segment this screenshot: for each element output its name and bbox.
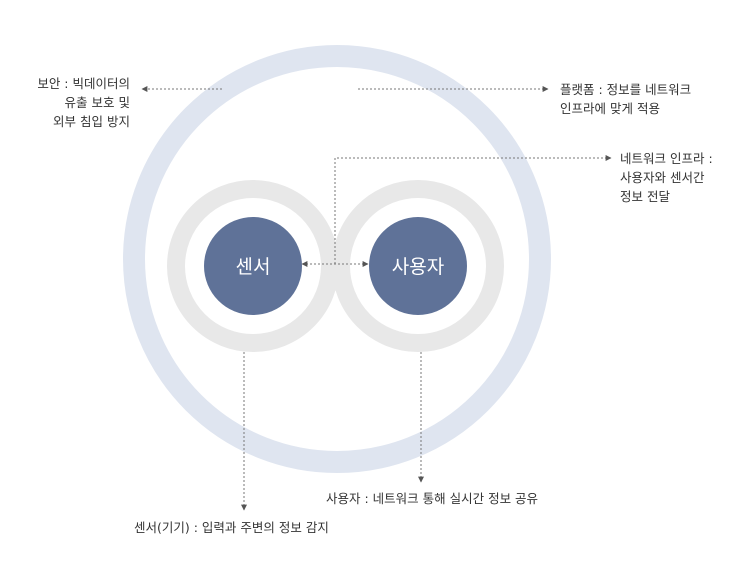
sensor-node-label: 센서 bbox=[236, 256, 271, 278]
user-node bbox=[369, 217, 467, 315]
user-desc-label: 사용자 : 네트워크 통해 실시간 정보 공유 bbox=[326, 491, 539, 506]
user-node-label: 사용자 bbox=[392, 256, 444, 278]
network-connector bbox=[334, 155, 612, 264]
platform-ring bbox=[123, 45, 551, 473]
sensor-desc-label: 센서(기기) : 입력과 주변의 정보 감지 bbox=[134, 520, 329, 535]
network-label: 네트워크 인프라 : 사용자와 센서간 정보 전달 bbox=[620, 151, 713, 204]
platform-label: 플랫폼 : 정보를 네트워크 인프라에 맞게 적용 bbox=[560, 82, 692, 116]
security-label: 보안 : 빅데이터의 유출 보호 및 외부 침입 방지 bbox=[37, 76, 130, 129]
sensor-node bbox=[204, 217, 302, 315]
